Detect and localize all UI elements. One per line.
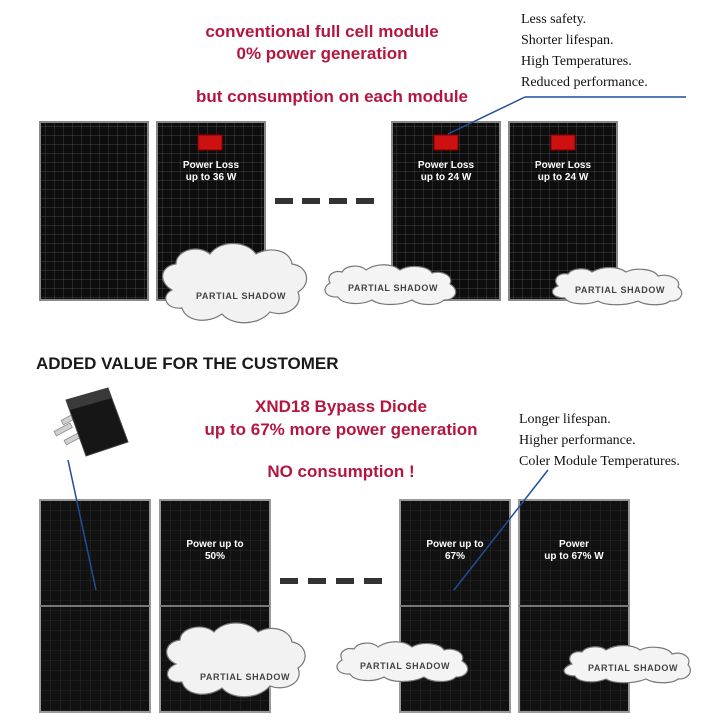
top-panel-3-label: Power Loss up to 24 W [392, 160, 500, 184]
bottom-shadow-label-2: PARTIAL SHADOW [360, 661, 451, 671]
bottom-title-line1: XND18 Bypass Diode [255, 397, 427, 416]
bottom-shadow-cloud-1 [166, 622, 306, 698]
panel-label-line: Power Loss [417, 160, 475, 171]
bottom-continuation-dashes [280, 578, 382, 584]
hotspot-icon [197, 134, 223, 151]
top-shadow-label-1: PARTIAL SHADOW [196, 291, 287, 301]
panel-label-line: up to 24 W [537, 172, 589, 183]
panel-label-line: 67% [444, 551, 465, 562]
note-item: Coler Module Temperatures. [519, 454, 680, 469]
note-item: High Temperatures. [521, 54, 632, 69]
top-shadow-cloud-3 [551, 266, 683, 306]
bottom-shadow-label-3: PARTIAL SHADOW [588, 663, 679, 673]
panel-label-line: up to 67% W [544, 551, 604, 562]
bypass-diode-icon [53, 387, 129, 457]
bottom-title-line3: NO consumption ! [267, 462, 415, 481]
top-continuation-dashes [275, 198, 374, 204]
top-panel-4-label: Power Loss up to 24 W [509, 160, 617, 184]
bottom-title-line2: up to 67% more power generation [204, 420, 478, 439]
bottom-shadow-label-1: PARTIAL SHADOW [200, 672, 291, 682]
panel-label-line: Power up to [186, 539, 244, 550]
top-shadow-cloud-1 [162, 242, 308, 324]
panel-label-line: up to 36 W [185, 172, 237, 183]
note-item: Higher performance. [519, 433, 636, 448]
top-shadow-label-3: PARTIAL SHADOW [575, 285, 666, 295]
bottom-shadow-cloud-3 [563, 644, 691, 684]
panel-label-line: Power Loss [182, 160, 240, 171]
bottom-panel-3-label: Power up to 67% [400, 539, 510, 563]
top-panel-2-label: Power Loss up to 36 W [157, 160, 265, 184]
panel-label-line: Power Loss [534, 160, 592, 171]
bottom-shadow-cloud-2 [336, 641, 469, 683]
note-item: Shorter lifespan. [521, 33, 614, 48]
bottom-panel-4-label: Power up to 67% W [519, 539, 629, 563]
bottom-panel-2-label: Power up to 50% [160, 539, 270, 563]
bottom-notes: Longer lifespan. Higher performance. Col… [519, 409, 680, 472]
section-heading: ADDED VALUE FOR THE CUSTOMER [36, 354, 339, 373]
top-title-line1: conventional full cell module [205, 22, 439, 41]
top-shadow-cloud-2 [324, 264, 457, 306]
note-item: Less safety. [521, 12, 587, 27]
panel-label-line: 50% [204, 551, 225, 562]
bottom-pointer-line [453, 469, 549, 591]
top-pointer-line [447, 96, 526, 135]
note-item: Longer lifespan. [519, 412, 611, 427]
top-notes: Less safety. Shorter lifespan. High Temp… [521, 9, 648, 93]
panel-label-line: up to 24 W [420, 172, 472, 183]
top-panel-1 [39, 121, 149, 301]
note-item: Reduced performance. [521, 75, 648, 90]
panel-label-line: Power up to [426, 539, 484, 550]
top-shadow-label-2: PARTIAL SHADOW [348, 283, 439, 293]
top-title-line3: but consumption on each module [196, 87, 468, 106]
bottom-panel-1 [39, 499, 151, 713]
diode-pointer-line [67, 459, 97, 591]
top-title-line2: 0% power generation [236, 44, 408, 63]
hotspot-icon [550, 134, 576, 151]
panel-label-line: Power [558, 539, 589, 550]
hotspot-icon [433, 134, 459, 151]
